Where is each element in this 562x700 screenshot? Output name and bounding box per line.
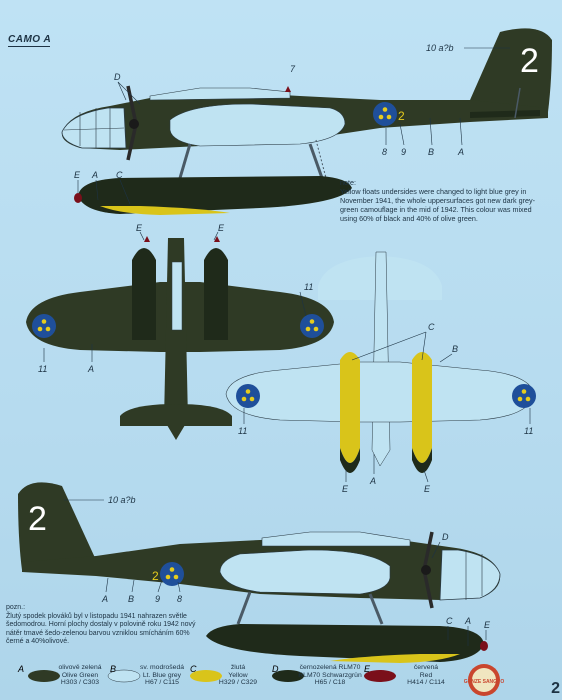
yellow-number-top: 2 bbox=[398, 109, 405, 123]
callout-bottom-E-left: E bbox=[342, 484, 349, 494]
callout-bottom-B: B bbox=[452, 344, 458, 354]
callout-bottom-A: A bbox=[369, 476, 376, 486]
scheme-title-underline bbox=[8, 46, 50, 47]
callout-top-D: D bbox=[114, 72, 121, 82]
callout-top-9: 9 bbox=[401, 147, 406, 157]
code-ref-bottom: 10 a?b bbox=[108, 495, 136, 505]
float bbox=[78, 176, 352, 214]
logo-text: GUNZE SANGYO bbox=[464, 679, 505, 685]
nose-glazing-2 bbox=[439, 549, 501, 601]
callout-bot-E: E bbox=[484, 620, 491, 630]
yellow-number-bottom: 2 bbox=[152, 569, 159, 583]
swatch-A bbox=[28, 670, 60, 682]
callout-plan-E-left: E bbox=[136, 223, 143, 233]
note-label: note: bbox=[340, 178, 356, 187]
callout-bot-9: 9 bbox=[155, 594, 160, 604]
plan-view-top bbox=[26, 236, 334, 440]
callout-bot-C: C bbox=[446, 616, 453, 626]
legend-swatches bbox=[28, 669, 396, 683]
float-left-bottom bbox=[340, 352, 360, 463]
note-block: note: Yellow floats undersides were chan… bbox=[340, 178, 550, 223]
legend-letter-C: C bbox=[190, 664, 197, 674]
gunze-logo: GUNZE SANGYO bbox=[464, 664, 505, 696]
note-text: Yellow floats undersides were changed to… bbox=[340, 187, 535, 223]
nacelle-right-top bbox=[204, 248, 228, 340]
pozn-text: Žlutý spodek plováků byl v listopadu 194… bbox=[6, 612, 196, 646]
pozn-block: pozn.: Žlutý spodek plováků byl v listop… bbox=[6, 604, 206, 647]
legend-letter-B: B bbox=[110, 664, 117, 674]
callout-bottom-11-right: 11 bbox=[524, 426, 533, 436]
swatch-E bbox=[364, 670, 396, 682]
callout-top-E: E bbox=[74, 170, 81, 180]
nacelle-left-top bbox=[132, 248, 156, 340]
wing-bottom bbox=[225, 361, 535, 423]
top-side-view: 2 2 bbox=[61, 28, 552, 215]
callout-bot-B: B bbox=[128, 594, 134, 604]
callout-letters: D 7 8 9 B A E A C E E 11 11 A C B 11 11 … bbox=[38, 43, 533, 630]
callout-top-A: A bbox=[457, 147, 464, 157]
callout-bottom-C: C bbox=[428, 322, 435, 332]
legend-letter-E: E bbox=[364, 664, 371, 674]
tail-fin bbox=[470, 28, 552, 115]
page-number-fragment: 2 bbox=[551, 680, 560, 697]
tailplane-top bbox=[120, 404, 232, 426]
nacelle bbox=[169, 103, 346, 147]
legend-letter-D: D bbox=[272, 664, 279, 674]
callout-bot-8: 8 bbox=[177, 594, 182, 604]
code-ref-top: 10 a?b bbox=[426, 43, 454, 53]
float-right-bottom bbox=[412, 352, 432, 463]
tail-fin-2 bbox=[18, 482, 96, 572]
scheme-title: CAMO A bbox=[8, 34, 52, 45]
swatch-B bbox=[107, 669, 141, 683]
callout-plan-A: A bbox=[87, 364, 94, 374]
swatch-D bbox=[272, 670, 304, 682]
callout-plan-11-right: 11 bbox=[304, 282, 313, 292]
callout-bottom-E-right: E bbox=[424, 484, 431, 494]
callout-top-C: C bbox=[116, 170, 123, 180]
callout-bottom-11-left: 11 bbox=[238, 426, 247, 436]
legend-letter-A: A bbox=[18, 664, 25, 674]
leader-lines bbox=[43, 47, 531, 646]
callout-bot-A2: A bbox=[464, 616, 471, 626]
bottom-side-view: 2 2 bbox=[18, 482, 501, 663]
pozn-label: pozn.: bbox=[6, 604, 26, 611]
callout-bot-D: D bbox=[442, 532, 449, 542]
callout-top-8: 8 bbox=[382, 147, 387, 157]
callout-top-A2: A bbox=[91, 170, 98, 180]
canopy-2 bbox=[261, 531, 411, 547]
code-number-top: 2 bbox=[520, 42, 539, 80]
callout-plan-11-left: 11 bbox=[38, 364, 47, 374]
callout-top-B: B bbox=[428, 147, 434, 157]
code-number-bottom: 2 bbox=[28, 500, 47, 538]
float-2 bbox=[206, 624, 484, 662]
plan-view-bottom bbox=[225, 251, 536, 473]
nacelle-2 bbox=[219, 549, 391, 595]
canopy bbox=[149, 87, 291, 101]
callout-bot-A: A bbox=[101, 594, 108, 604]
callout-plan-E-right: E bbox=[218, 223, 225, 233]
swatch-C bbox=[190, 670, 222, 682]
callout-top-7: 7 bbox=[290, 64, 296, 74]
